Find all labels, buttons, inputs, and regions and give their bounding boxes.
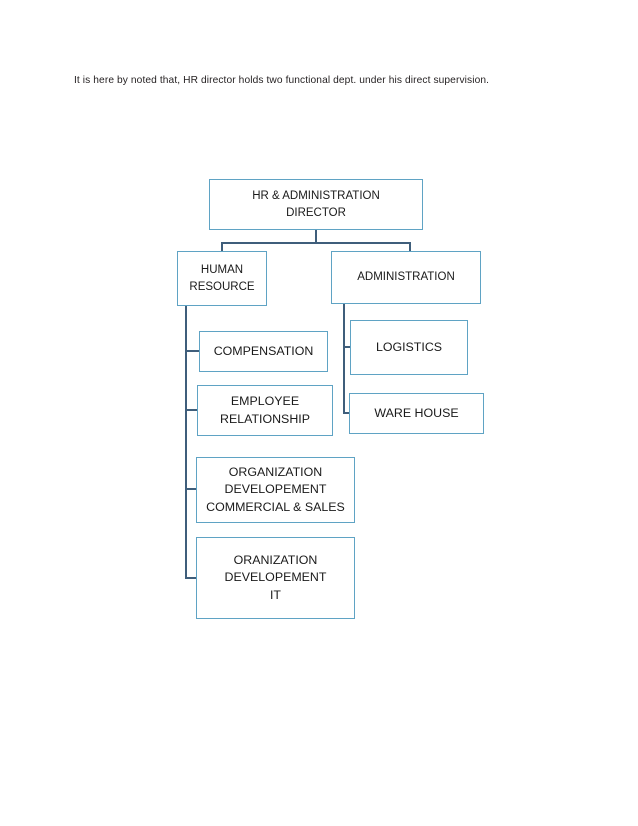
node-oranization-developement-it[interactable]: ORANIZATION DEVELOPEMENT IT bbox=[196, 537, 355, 619]
node-label: EMPLOYEE RELATIONSHIP bbox=[220, 393, 310, 426]
node-label: LOGISTICS bbox=[375, 339, 443, 354]
node-logistics[interactable]: LOGISTICS bbox=[350, 320, 468, 375]
node-label: COMPENSATION bbox=[213, 343, 314, 358]
node-employee-relationship[interactable]: EMPLOYEE RELATIONSHIP bbox=[197, 385, 333, 436]
node-label: HUMAN RESOURCE bbox=[189, 264, 255, 293]
node-organization-developement-commercial-sales[interactable]: ORGANIZATION DEVELOPEMENT COMMERCIAL & S… bbox=[196, 457, 355, 523]
node-label: ORANIZATION DEVELOPEMENT IT bbox=[224, 552, 327, 602]
node-human-resource[interactable]: HUMAN RESOURCE bbox=[177, 251, 267, 306]
note-paragraph: It is here by noted that, HR director ho… bbox=[74, 75, 490, 86]
node-ware-house[interactable]: WARE HOUSE bbox=[349, 393, 484, 434]
node-label: WARE HOUSE bbox=[374, 405, 459, 420]
node-label: ORGANIZATION DEVELOPEMENT COMMERCIAL & S… bbox=[206, 464, 345, 514]
node-label: ADMINISTRATION bbox=[357, 271, 455, 284]
node-administration[interactable]: ADMINISTRATION bbox=[331, 251, 481, 304]
node-compensation[interactable]: COMPENSATION bbox=[199, 331, 328, 372]
node-hr-administration-director[interactable]: HR & ADMINISTRATION DIRECTOR bbox=[209, 179, 423, 230]
node-label: HR & ADMINISTRATION DIRECTOR bbox=[252, 190, 380, 219]
